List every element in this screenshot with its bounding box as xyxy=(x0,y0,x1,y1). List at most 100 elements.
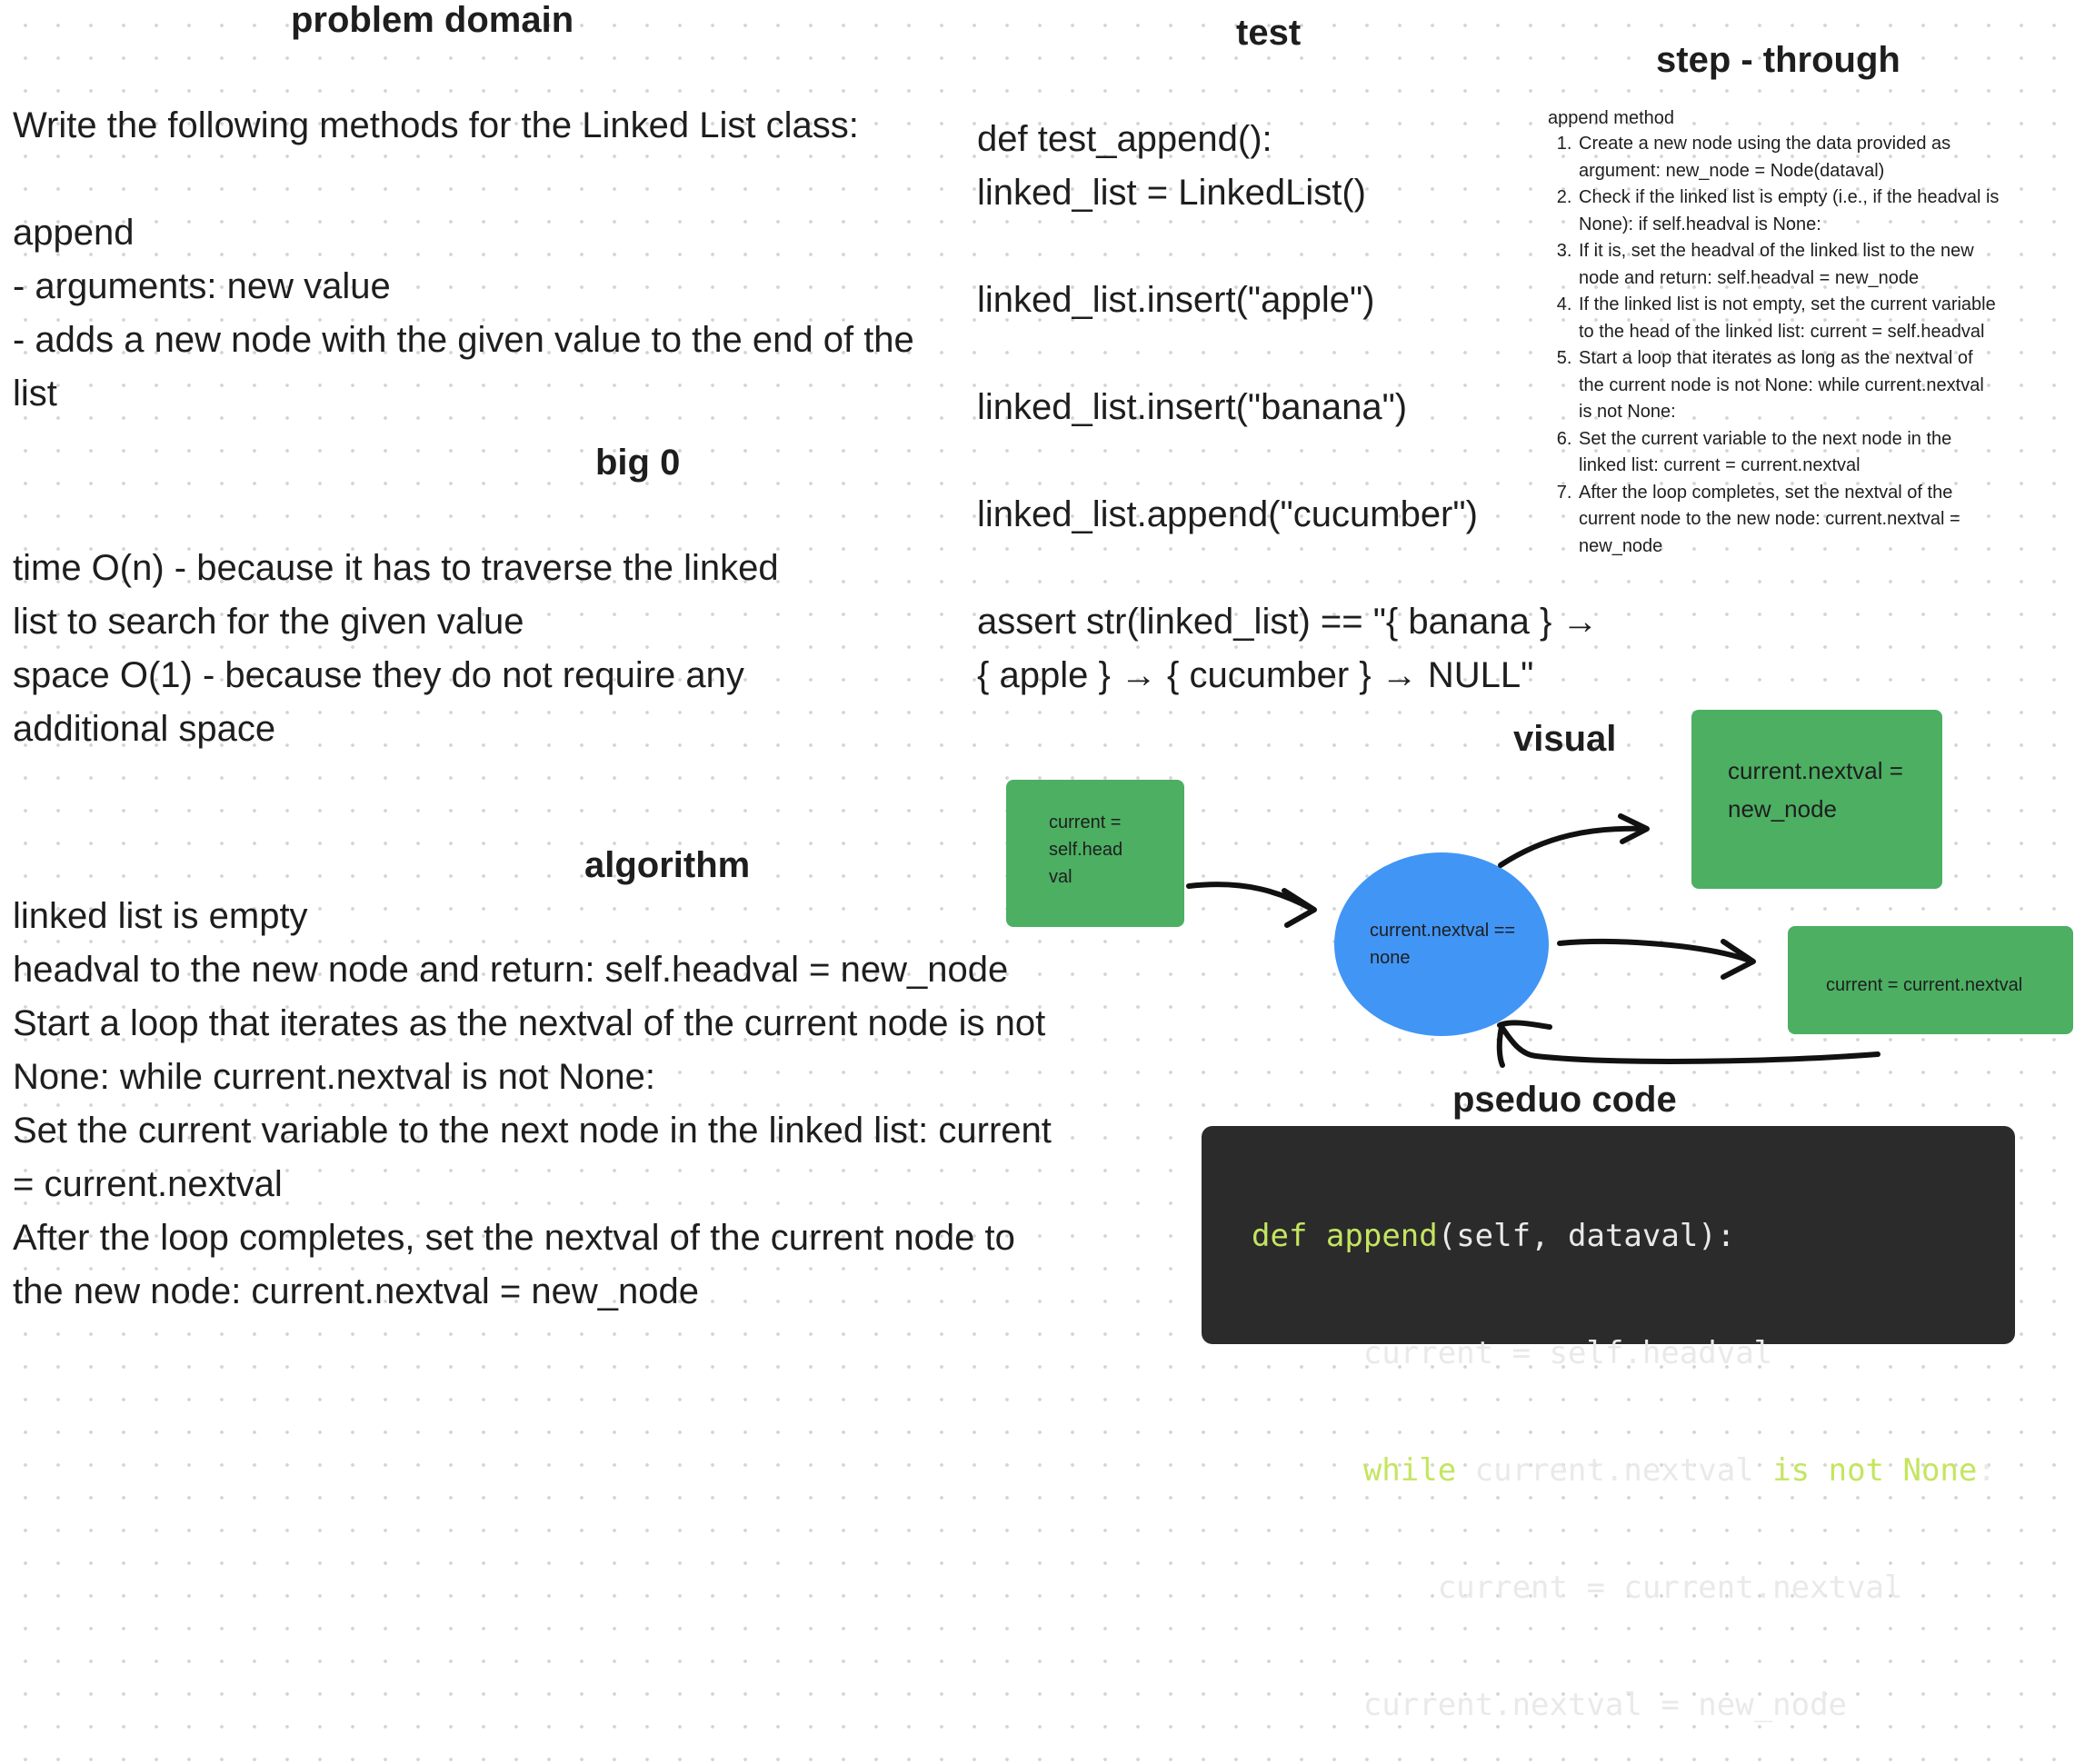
problem-domain-line: list xyxy=(13,374,57,414)
step-line: Set the current variable to the next nod… xyxy=(1579,428,1952,449)
step-line: is not None: xyxy=(1579,402,1676,422)
box-line: self.head xyxy=(1049,840,1123,860)
nextval-check-node[interactable]: current.nextval == none xyxy=(1334,852,1549,1036)
algorithm-title: algorithm xyxy=(584,845,751,885)
code-keyword: def xyxy=(1252,1218,1308,1254)
problem-domain-title: problem domain xyxy=(291,0,574,40)
problem-domain-line: - arguments: new value xyxy=(13,266,391,306)
algorithm-line: Start a loop that iterates as the nextva… xyxy=(13,1003,1046,1043)
step-line: argument: new_node = Node(dataval) xyxy=(1579,160,1885,181)
problem-domain-line: Write the following methods for the Link… xyxy=(13,105,859,145)
code-function-name: append xyxy=(1325,1218,1438,1254)
code-text: current.nextval = new_node xyxy=(1252,1687,1848,1723)
algorithm-line: linked list is empty xyxy=(13,896,308,936)
code-text: current.nextval xyxy=(1456,1452,1773,1489)
circle-line: current.nextval == xyxy=(1370,921,1516,941)
visual-title: visual xyxy=(1513,719,1617,759)
arrow-loop-back xyxy=(1496,1024,1880,1068)
code-text xyxy=(1307,1218,1325,1254)
box-line: current = xyxy=(1049,812,1122,832)
circle-label: current.nextval == none xyxy=(1370,917,1515,972)
step-item: Start a loop that iterates as long as th… xyxy=(1577,345,2039,426)
step-through-list: Create a new node using the data provide… xyxy=(1548,131,2039,560)
code-text: : xyxy=(1977,1452,1996,1489)
step-through-section: append method Create a new node using th… xyxy=(1548,105,2039,560)
code-keyword: is not None xyxy=(1772,1452,1978,1489)
circle-line: none xyxy=(1370,948,1411,968)
test-line: assert str(linked_list) == "{ banana } → xyxy=(977,602,1599,642)
step-line: None): if self.headval is None: xyxy=(1579,214,1821,234)
current-headval-box[interactable]: current = self.head val xyxy=(1006,780,1184,927)
big-o-line: space O(1) - because they do not require… xyxy=(13,655,744,695)
step-line: the current node is not None: while curr… xyxy=(1579,374,1984,395)
box-line: val xyxy=(1049,867,1072,887)
test-line: { apple } → { cucumber } → NULL" xyxy=(977,655,1534,695)
problem-domain-text: Write the following methods for the Link… xyxy=(13,99,967,421)
big-o-line: additional space xyxy=(13,709,276,749)
code-text: current = current.nextval xyxy=(1252,1570,1903,1606)
box-line: new_node xyxy=(1728,795,1837,822)
step-line: If the linked list is not empty, set the… xyxy=(1579,294,1996,314)
test-line: def test_append(): xyxy=(977,119,1272,159)
test-line: linked_list = LinkedList() xyxy=(977,173,1366,213)
big-o-title: big 0 xyxy=(595,443,681,483)
step-item: If the linked list is not empty, set the… xyxy=(1577,292,2039,345)
arrowhead xyxy=(1497,1020,1552,1030)
step-line: If it is, set the headval of the linked … xyxy=(1579,241,1974,261)
algorithm-line: headval to the new node and return: self… xyxy=(13,950,1009,990)
code-text: current = self.headval xyxy=(1252,1335,1773,1371)
code-line: def append(self, dataval): xyxy=(1252,1217,2015,1256)
algorithm-line: = current.nextval xyxy=(13,1164,283,1204)
step-item: Create a new node using the data provide… xyxy=(1577,131,2039,184)
arrow-circle-to-right-box xyxy=(1557,939,1755,964)
algorithm-line: After the loop completes, set the nextva… xyxy=(13,1218,1015,1258)
arrowhead xyxy=(1618,813,1650,844)
big-o-line: time O(n) - because it has to traverse t… xyxy=(13,548,779,588)
code-text xyxy=(1252,1452,1363,1489)
step-line: to the head of the linked list: current … xyxy=(1579,321,1985,342)
step-through-subtitle: append method xyxy=(1548,108,1675,128)
pseudo-code-title: pseduo code xyxy=(1452,1080,1677,1120)
code-keyword: while xyxy=(1362,1452,1457,1489)
test-line: linked_list.append("cucumber") xyxy=(977,494,1478,534)
step-line: node and return: self.headval = new_node xyxy=(1579,267,1920,288)
box-line: current.nextval = xyxy=(1728,757,1903,784)
step-line: Create a new node using the data provide… xyxy=(1579,134,1951,154)
algorithm-text: linked list is empty headval to the new … xyxy=(13,890,1140,1319)
test-line: linked_list.insert("banana") xyxy=(977,387,1408,427)
visual-arrows xyxy=(1186,813,1880,1068)
step-line: Start a loop that iterates as long as th… xyxy=(1579,348,1973,368)
big-o-text: time O(n) - because it has to traverse t… xyxy=(13,542,922,756)
step-line: Check if the linked list is empty (i.e.,… xyxy=(1579,187,2000,207)
code-line: current.nextval = new_node xyxy=(1252,1686,2015,1725)
arrowhead xyxy=(1282,888,1317,928)
box-line: current = current.nextval xyxy=(1826,975,2023,995)
problem-domain-line: append xyxy=(13,213,135,253)
step-item: If it is, set the headval of the linked … xyxy=(1577,238,2039,292)
step-line: linked list: current = current.nextval xyxy=(1579,455,1861,475)
code-line: current = current.nextval xyxy=(1252,1569,2015,1608)
advance-current-box[interactable]: current = current.nextval xyxy=(1788,926,2073,1034)
step-line: current node to the new node: current.ne… xyxy=(1579,509,1960,529)
arrowhead xyxy=(1721,939,1756,980)
step-line: After the loop completes, set the nextva… xyxy=(1579,482,1953,503)
pseudo-code-block: def append(self, dataval): current = sel… xyxy=(1202,1126,2015,1723)
test-title: test xyxy=(1236,13,1302,53)
arrow-circle-to-top-box xyxy=(1498,825,1648,868)
step-item: After the loop completes, set the nextva… xyxy=(1577,480,2039,561)
problem-domain-line: - adds a new node with the given value t… xyxy=(13,320,914,360)
big-o-line: list to search for the given value xyxy=(13,602,524,642)
code-text: (self, dataval): xyxy=(1437,1218,1736,1254)
set-nextval-box[interactable]: current.nextval = new_node xyxy=(1691,710,1942,889)
algorithm-line: Set the current variable to the next nod… xyxy=(13,1111,1052,1151)
test-line: linked_list.insert("apple") xyxy=(977,280,1375,320)
algorithm-line: None: while current.nextval is not None: xyxy=(13,1057,656,1097)
step-item: Set the current variable to the next nod… xyxy=(1577,426,2039,480)
code-line: while current.nextval is not None: xyxy=(1252,1451,2015,1490)
test-code-text: def test_append(): linked_list = LinkedL… xyxy=(977,113,1631,703)
algorithm-line: the new node: current.nextval = new_node xyxy=(13,1271,699,1311)
code-line: current = self.headval xyxy=(1252,1334,2015,1373)
step-item: Check if the linked list is empty (i.e.,… xyxy=(1577,184,2039,238)
step-through-title: step - through xyxy=(1656,40,1900,80)
step-line: new_node xyxy=(1579,535,1663,556)
